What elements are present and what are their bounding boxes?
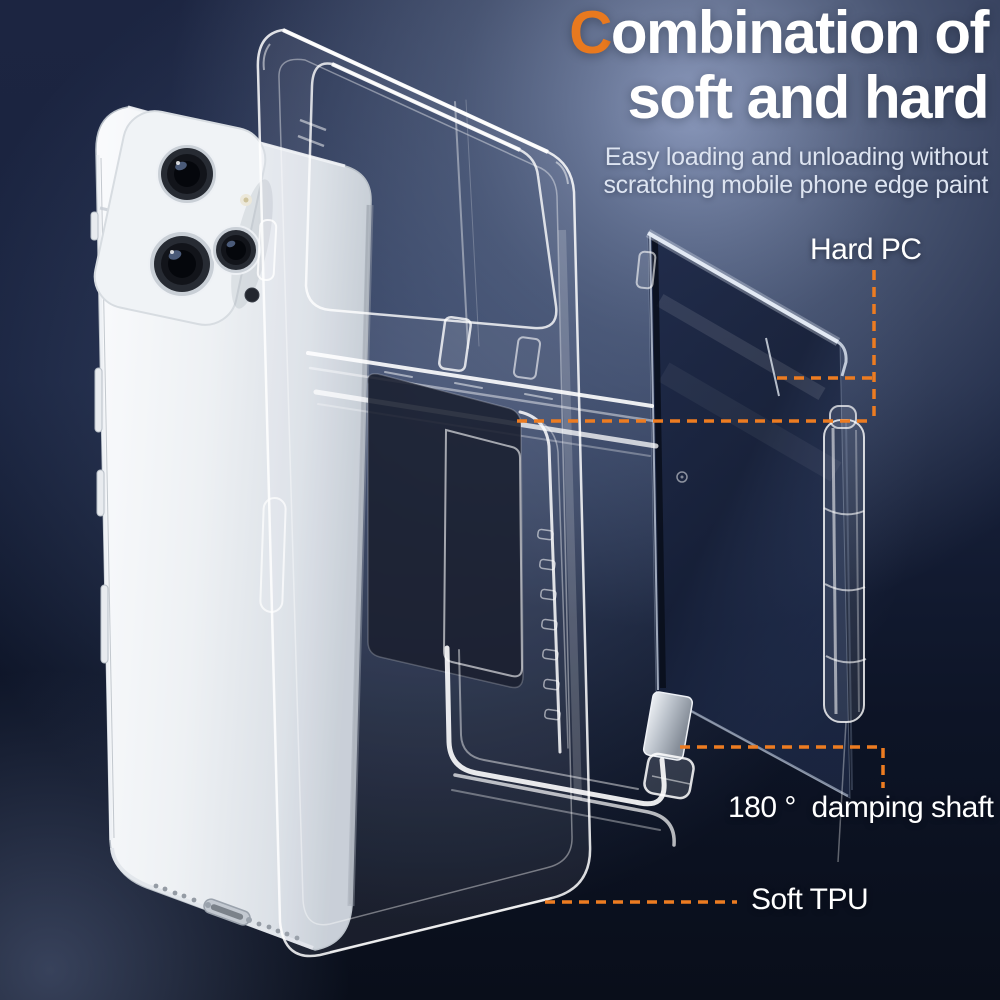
hard-pc-label: Hard PC — [810, 233, 922, 266]
subtitle-line1: Easy loading and unloading without — [604, 143, 988, 171]
callout-lines — [517, 270, 885, 904]
side-buttons — [90, 211, 109, 664]
headline-line1: Combination of — [569, 0, 990, 66]
camera-lens-bottom — [148, 230, 216, 298]
headline-line1-rest: ombination of — [610, 0, 990, 66]
damping-shaft-callout-line — [680, 745, 885, 788]
clear-case-front — [256, 28, 592, 958]
soft-tpu-label: Soft TPU — [751, 883, 869, 916]
bottom-port-and-speakers — [153, 883, 300, 941]
camera-lens-top — [156, 143, 218, 205]
hard-pc-callout-line — [517, 270, 876, 423]
phone — [90, 105, 374, 951]
subtitle-line2: scratching mobile phone edge paint — [603, 171, 988, 199]
camera-lens-right — [211, 225, 261, 275]
card-holder-assembly — [306, 99, 676, 847]
headline: Combination of soft and hard — [569, 0, 990, 131]
case-camera-opening — [304, 62, 558, 330]
subtitle: Easy loading and unloading without scrat… — [603, 143, 988, 199]
headline-line2: soft and hard — [627, 64, 989, 131]
damping-shaft-label: 180 ° damping shaft — [728, 791, 994, 824]
lidar-sensor — [244, 287, 260, 303]
headline-initial: C — [569, 0, 612, 66]
damping-shaft-hinge — [642, 405, 867, 863]
kickstand — [444, 645, 676, 847]
